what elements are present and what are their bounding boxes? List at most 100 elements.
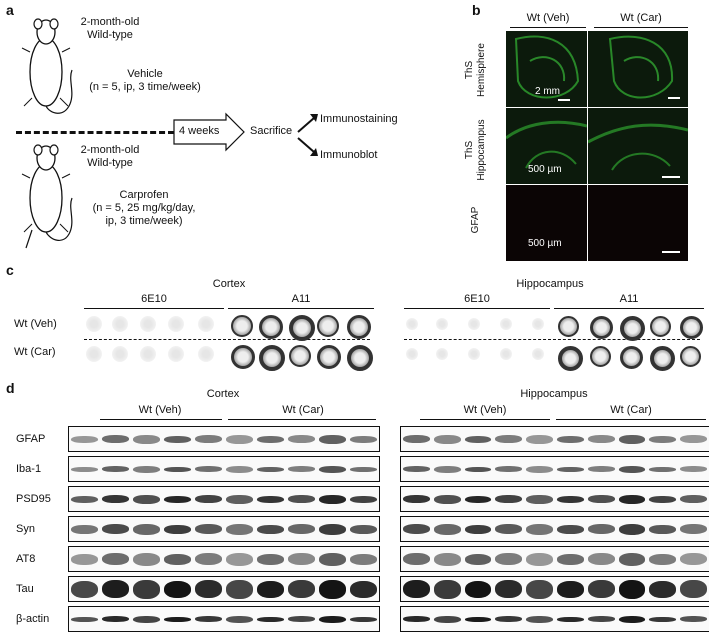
dot-blot-spot [619, 345, 643, 369]
blot-band [71, 435, 98, 443]
blot-band [195, 580, 222, 598]
blot-row-label: β-actin [16, 613, 50, 625]
blot-strip [68, 576, 380, 602]
blot-band [350, 435, 377, 443]
blot-band [257, 616, 284, 622]
immunoblot-label: Immunoblot [320, 149, 378, 161]
dot-blot-spot [406, 318, 418, 330]
dot-blot-spot [86, 346, 102, 362]
blot-band [226, 465, 253, 473]
dot-blot-spot [406, 348, 418, 360]
blot-band [257, 580, 284, 598]
blot-band [319, 465, 346, 473]
blot-band [350, 616, 377, 622]
blot-band [618, 552, 646, 566]
blot-band [71, 580, 98, 598]
blot-band [680, 553, 707, 565]
image-ths-hippocampus-veh [506, 108, 587, 184]
cortex-6e10-bracket [84, 308, 224, 309]
blot-band [403, 580, 430, 598]
dot-blot-spot [679, 315, 703, 339]
blot-band [587, 616, 615, 622]
blot-band [433, 615, 461, 623]
blot-band [680, 524, 707, 534]
blot-band [133, 434, 160, 444]
blot-band [195, 553, 222, 565]
blot-band [680, 495, 707, 503]
scalebar-4 [662, 251, 680, 253]
panel-letter-a: a [6, 2, 14, 18]
blot-band [680, 616, 707, 622]
blot-band [618, 615, 646, 623]
dot-blot-spot [231, 315, 253, 337]
hippo-a11-bracket [554, 308, 704, 309]
cortex-6e10-label: 6E10 [141, 293, 167, 305]
blot-band [557, 553, 584, 565]
blot-band [618, 579, 646, 599]
blot-band [288, 616, 315, 622]
blot-row-label: Syn [16, 523, 35, 535]
blot-band [649, 466, 677, 472]
mouse-illustration-top [21, 18, 73, 114]
dot-blot-spot [198, 346, 214, 362]
blot-hippo-veh-label: Wt (Veh) [463, 404, 507, 416]
blot-band [403, 524, 430, 534]
blot-band [102, 553, 129, 565]
blot-band [133, 523, 160, 535]
blot-strip [400, 486, 709, 512]
blot-band [257, 435, 284, 443]
hippo-6e10-bracket [404, 308, 550, 309]
image-gfap-veh [506, 185, 587, 261]
blot-strip [68, 486, 380, 512]
blot-band [649, 524, 677, 534]
blot-band [257, 524, 284, 534]
blot-band [526, 552, 553, 566]
blot-band [587, 524, 615, 534]
blot-band [557, 495, 584, 503]
blot-strip [400, 606, 709, 632]
blot-band [526, 434, 553, 444]
blot-band [195, 435, 222, 443]
blot-band [557, 580, 584, 598]
scalebar-1 [558, 99, 570, 101]
dot-blot-hippocampus-title: Hippocampus [516, 278, 584, 290]
dot-blot-spot [679, 345, 701, 367]
blot-cortex-car-bracket [228, 419, 376, 420]
blot-band [526, 494, 553, 504]
blot-cortex-veh-label: Wt (Veh) [138, 404, 182, 416]
sacrifice-label: Sacrifice [250, 125, 293, 137]
image-ths-hemisphere-veh [506, 31, 587, 107]
blot-band [680, 466, 707, 472]
dot-blot-spot [140, 346, 156, 362]
blot-strip [400, 426, 709, 452]
blot-band [526, 579, 553, 599]
blot-band [495, 495, 523, 503]
blot-row-label: Tau [16, 583, 34, 595]
blot-band [433, 494, 461, 504]
dot-blot-spot [168, 346, 184, 362]
blot-band [464, 435, 492, 443]
dot-blot-spot [500, 348, 512, 360]
dot-blot-spot [289, 345, 311, 367]
blot-band [319, 615, 346, 623]
blot-band [433, 465, 461, 473]
dot-blot-spot [347, 345, 373, 371]
blot-band [433, 579, 461, 599]
dot-blot-spot [649, 345, 675, 371]
blot-band [102, 495, 129, 503]
blot-band [464, 580, 492, 598]
blot-band [195, 524, 222, 534]
scalebar-2 [668, 97, 680, 99]
blot-band [164, 580, 191, 598]
blot-band [587, 495, 615, 503]
blot-band [403, 553, 430, 565]
blot-band [288, 524, 315, 534]
blot-band [587, 466, 615, 472]
blot-band [557, 466, 584, 472]
blot-strip [400, 576, 709, 602]
dot-row-label-car: Wt (Car) [14, 346, 56, 358]
dot-blot-spot [619, 315, 645, 341]
blot-cortex-veh-bracket [100, 419, 222, 420]
